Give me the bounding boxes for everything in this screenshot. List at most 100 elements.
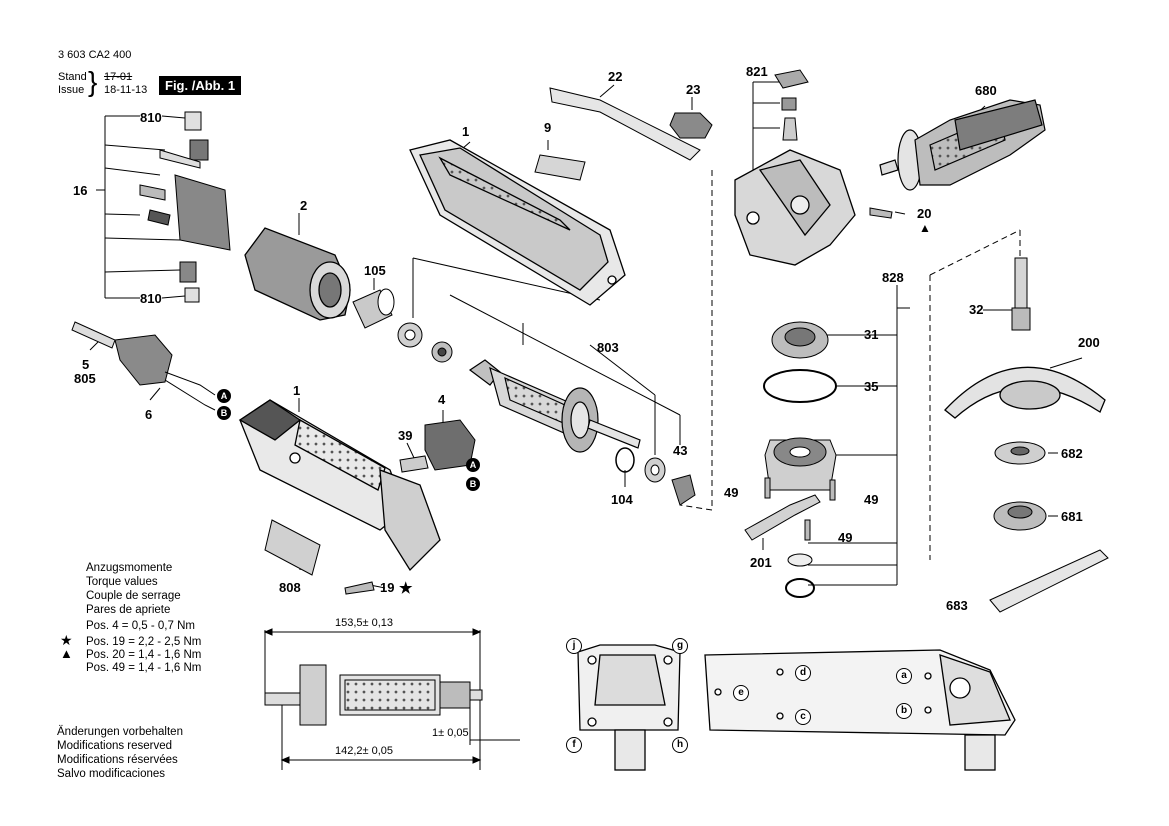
document-number: 3 603 CA2 400: [58, 49, 132, 61]
modification-line: Salvo modificaciones: [57, 768, 166, 780]
issue-label: Issue: [58, 84, 85, 96]
torque-line: Couple de serrage: [86, 590, 181, 602]
armature-dimension-drawing: [263, 628, 520, 770]
part-number-808: 808: [279, 580, 301, 595]
housing-side-view: [704, 649, 1016, 771]
label-plate: [534, 154, 586, 181]
modification-line: Modifications reserved: [57, 740, 173, 752]
part-number-810: 810: [140, 291, 162, 306]
mounting-flange: [994, 441, 1046, 465]
pinion: [671, 474, 696, 506]
brush-holder-assembly: [139, 111, 231, 303]
part-number-5: 5: [82, 357, 90, 372]
washer: [787, 553, 813, 567]
guard-lever: [744, 494, 821, 541]
detail-label-e: e: [733, 685, 749, 701]
part-number-680: 680: [975, 83, 997, 98]
part-number-821: 821: [746, 64, 768, 79]
two-pin-spanner: [989, 549, 1109, 613]
detail-label-a: a: [896, 668, 912, 684]
detail-label-g: g: [672, 638, 688, 654]
part-number-6: 6: [145, 407, 153, 422]
switch-lever: [399, 455, 429, 473]
screw: [764, 477, 771, 499]
part-number-43: 43: [673, 443, 688, 458]
stator: [244, 227, 351, 321]
part-number-19: 19: [380, 580, 395, 595]
armature: [468, 359, 641, 453]
connection-marker-a: A: [217, 389, 231, 403]
dimension-lamination: 142,2± 0,05: [335, 745, 394, 757]
part-number-1: 1: [462, 124, 470, 139]
part-number-828: 828: [882, 270, 904, 285]
part-number-32: 32: [969, 302, 984, 317]
screw: [804, 519, 811, 541]
screw: [829, 479, 836, 501]
triangle-symbol: ▲: [60, 646, 73, 661]
part-number-682: 682: [1061, 446, 1083, 461]
part-number-810: 810: [140, 110, 162, 125]
spindle-lock-parts: [774, 69, 809, 141]
part-number-805: 805: [74, 371, 96, 386]
screw: [869, 207, 893, 219]
part-number-105: 105: [364, 263, 386, 278]
part-number-1: 1: [293, 383, 301, 398]
part-number-49: 49: [838, 530, 853, 545]
bearing: [397, 322, 423, 348]
part-number-39: 39: [398, 428, 413, 443]
spindle: [1011, 257, 1031, 331]
detail-label-h: h: [672, 737, 688, 753]
detail-label-b: b: [896, 703, 912, 719]
brace: }: [88, 66, 98, 97]
part-number-49: 49: [724, 485, 739, 500]
dimension-overall: 153,5± 0,13: [335, 617, 394, 629]
auxiliary-handle: [879, 99, 1046, 191]
torque-line: Torque values: [86, 576, 158, 588]
modification-line: Modifications réservées: [57, 754, 178, 766]
torque-value: Pos. 19 = 2,2 - 2,5 Nm: [86, 636, 202, 648]
detail-label-j: j: [566, 638, 582, 654]
connection-marker-b: B: [217, 406, 231, 420]
torque-line: Pares de apriete: [86, 604, 171, 616]
bushing: [352, 288, 395, 329]
housing-half-bottom: [238, 399, 441, 572]
part-number-9: 9: [544, 120, 552, 135]
part-number-201: 201: [750, 555, 772, 570]
stand-label: Stand: [58, 71, 87, 83]
torque-line: Anzugsmomente: [86, 562, 173, 574]
detail-label-d: d: [795, 665, 811, 681]
star-symbol: ★: [60, 632, 73, 648]
part-number-20: 20: [917, 206, 932, 221]
part-number-803: 803: [597, 340, 619, 355]
stand-value: 17-01: [104, 71, 133, 83]
torque-rows: Pos. 4 = 0,5 - 0,7 Nm ★ Pos. 19 = 2,2 - 2…: [60, 619, 201, 675]
rating-plate: [264, 519, 321, 576]
wheel-guard: [944, 366, 1106, 419]
part-number-681: 681: [1061, 509, 1083, 524]
part-number-4: 4: [438, 392, 446, 407]
part-number-23: 23: [686, 82, 701, 97]
part-number-16: 16: [73, 183, 88, 198]
housing-half-top: [409, 139, 626, 306]
o-ring: [615, 447, 635, 473]
star-marker: ★: [399, 580, 413, 597]
washer: [785, 578, 815, 598]
bearing: [431, 341, 453, 363]
slide-switch: [669, 112, 713, 139]
bearing-flange: [764, 437, 837, 491]
strain-clip: [549, 87, 701, 161]
part-number-31: 31: [864, 327, 879, 342]
gear-housing: [734, 149, 856, 266]
modification-line: Änderungen vorbehalten: [57, 726, 183, 738]
clamping-nut: [993, 501, 1047, 531]
bearing: [644, 457, 666, 483]
leader-lines: [89, 81, 1083, 606]
modifications-notice: Änderungen vorbehalten Modifications res…: [57, 725, 183, 781]
torque-value: Pos. 20 = 1,4 - 1,6 Nm: [86, 649, 202, 661]
power-cable: [71, 321, 216, 411]
torque-value: Pos. 4 = 0,5 - 0,7 Nm: [86, 620, 195, 632]
triangle-marker: ▲: [919, 221, 931, 235]
issue-value: 18-11-13: [104, 84, 148, 96]
